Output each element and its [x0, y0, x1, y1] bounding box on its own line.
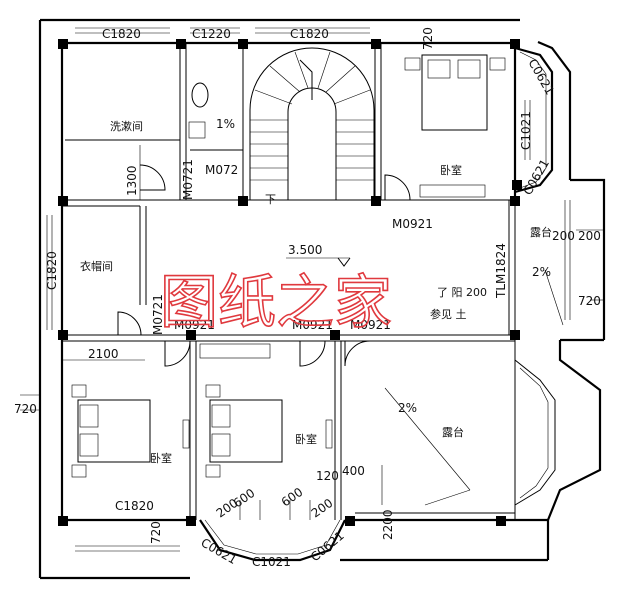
window-top-1: C1820	[102, 27, 141, 41]
partial-note-1: 了 阳 200	[437, 286, 487, 299]
dim-2200: 2200	[381, 509, 395, 540]
window-glazing	[46, 27, 571, 552]
partial-note-2: 参见 土	[430, 307, 467, 321]
tv-sw	[182, 419, 190, 449]
window-top-3: C1820	[290, 27, 329, 41]
bed-sw	[77, 399, 151, 463]
bed-s	[209, 399, 283, 463]
room-terrace-se: 露台	[442, 425, 464, 439]
room-bedroom-ne: 卧室	[440, 163, 462, 177]
doors	[117, 164, 411, 367]
watermark: 图纸之家	[160, 268, 392, 336]
outer-walls	[38, 18, 606, 580]
room-terrace-e: 露台	[530, 225, 552, 239]
room-bedroom-sw: 卧室	[150, 451, 172, 465]
staircase: 下	[249, 47, 375, 206]
door-labels: M072 M0721 M0721 M0921 M0921 M0921 M0921	[151, 159, 433, 335]
window-bay-s-1: C0621	[199, 535, 240, 567]
dim-200-c: 200	[552, 229, 575, 243]
dim-2100: 2100	[88, 347, 119, 361]
room-laundry: 洗漱间	[110, 120, 143, 133]
tv-s	[325, 419, 333, 449]
dim-1300: 1300	[125, 165, 139, 196]
terrace-bay-railing	[355, 359, 556, 514]
door-m0921-c: M0921	[292, 318, 333, 332]
dim-200-d: 200	[578, 229, 601, 243]
window-tlm: TLM1824	[494, 243, 508, 299]
window-top-2: C1220	[192, 27, 231, 41]
door-m0921-b: M0921	[174, 318, 215, 332]
toilet	[191, 82, 209, 108]
room-bedroom-s: 卧室	[295, 432, 317, 446]
room-cloakroom: 衣帽间	[80, 259, 113, 273]
window-bay-ne-2: C1021	[519, 111, 533, 150]
dim-400: 400	[342, 464, 365, 478]
window-bay-s-2: C1021	[252, 555, 291, 569]
dim-720-bottom: 720	[149, 521, 163, 544]
columns	[58, 39, 522, 526]
dim-600-b: 600	[279, 485, 306, 510]
slope-2: 2%	[532, 265, 551, 279]
door-m0921-d: M0921	[350, 318, 391, 332]
dim-120: 120	[316, 469, 339, 483]
stair-down-mark: 下	[265, 193, 276, 206]
desk-ne	[419, 184, 486, 198]
slope-3: 2%	[398, 401, 417, 415]
window-left-1: C1820	[45, 251, 59, 290]
dim-720-top: 720	[421, 27, 435, 50]
dim-200-b: 200	[309, 496, 336, 521]
wardrobe	[199, 343, 271, 359]
bay-window-s	[199, 519, 346, 562]
slope-labels: 1% 2% 2% 3.500	[216, 117, 551, 415]
door-m0721-b: M0721	[151, 294, 165, 335]
door-m072: M072	[205, 163, 238, 177]
door-m0921-a: M0921	[392, 217, 433, 231]
dimension-lines	[20, 145, 604, 520]
level-mark: 3.500	[288, 243, 322, 257]
basin	[188, 121, 206, 139]
bed-ne	[421, 54, 488, 131]
furniture	[71, 54, 506, 478]
dim-720-left: 720	[14, 402, 37, 416]
dim-720-right: 720	[578, 294, 601, 308]
room-labels: 洗漱间 衣帽间 卧室 卧室 卧室 露台 露台 了 阳 200 参见 土	[80, 120, 552, 465]
door-m0721-a: M0721	[181, 159, 195, 200]
bay-window-ne	[514, 46, 554, 194]
window-bottom-1: C1820	[115, 499, 154, 513]
slope-1: 1%	[216, 117, 235, 131]
